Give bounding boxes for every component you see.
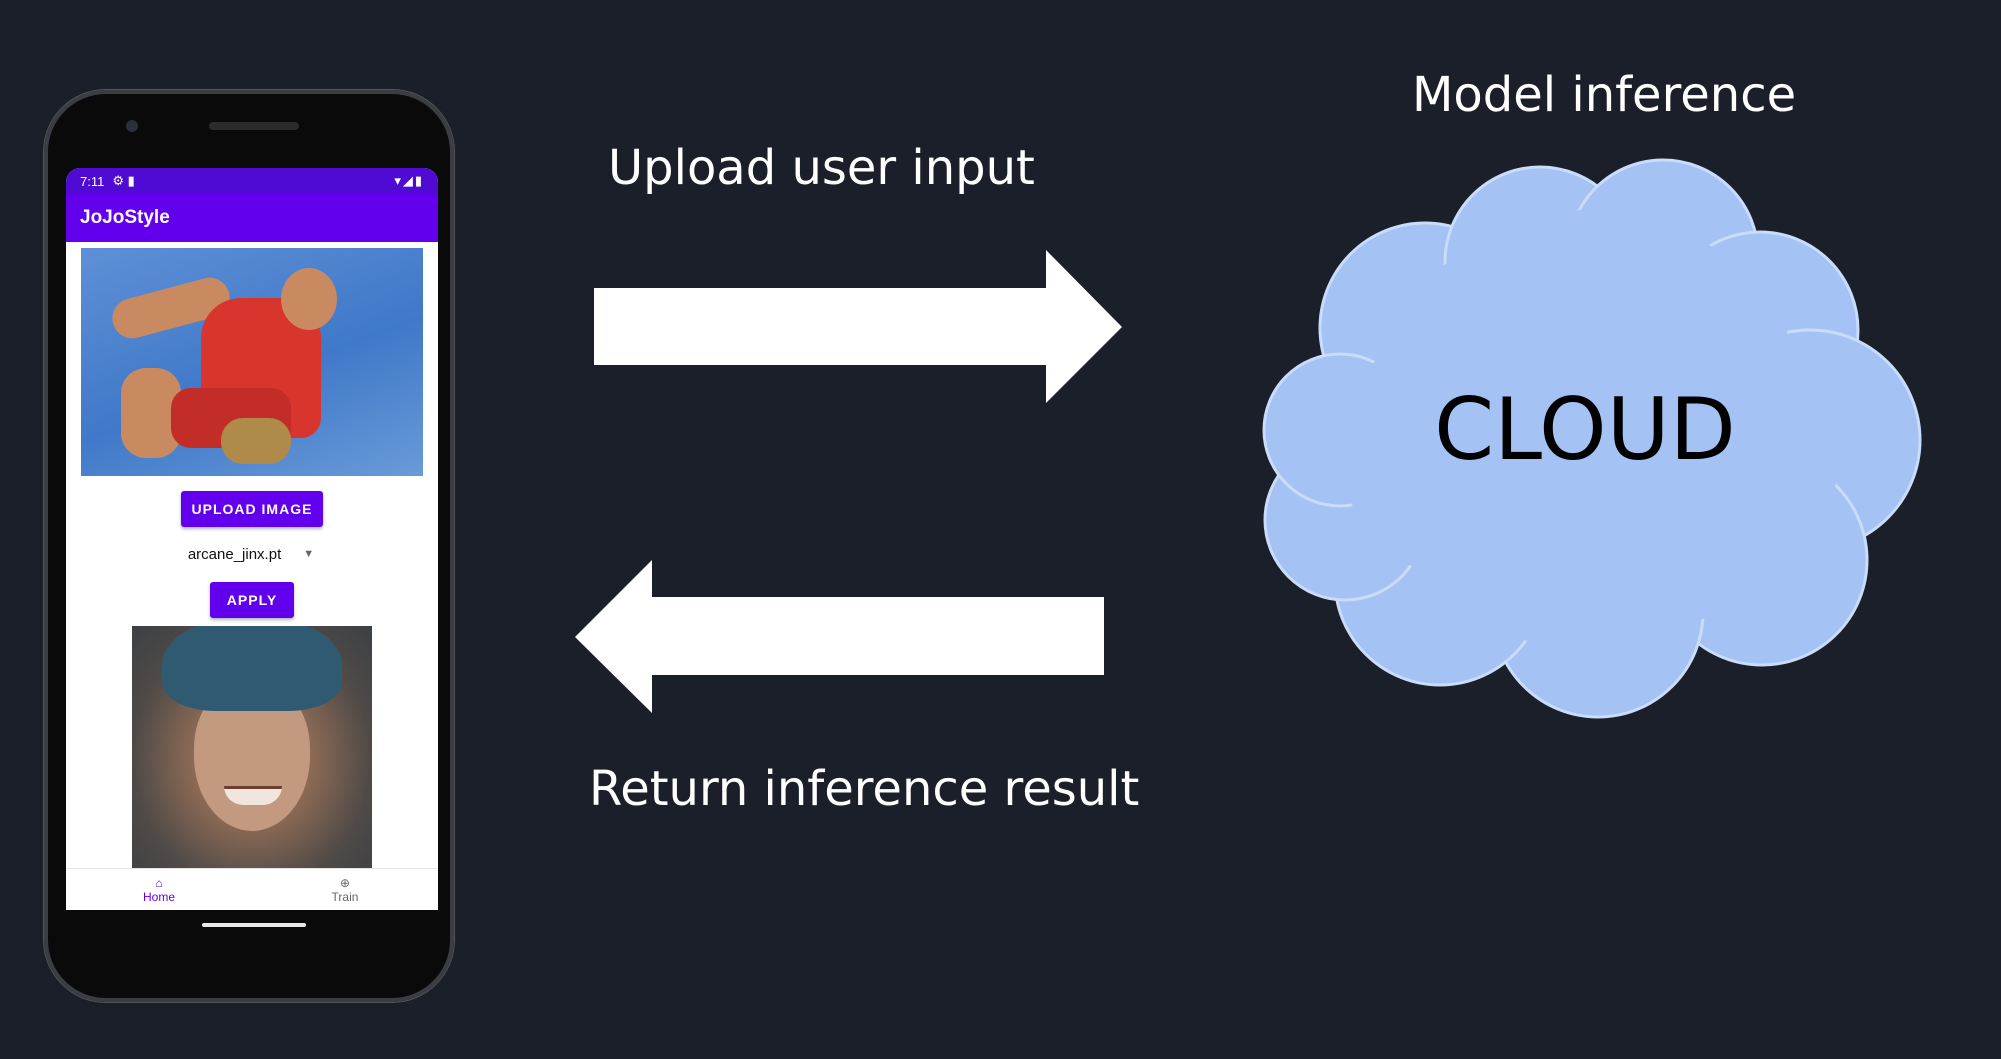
front-camera <box>126 120 138 132</box>
signal-battery-icon: ▾◢▮ <box>394 173 424 188</box>
model-select[interactable]: arcane_jinx.pt ▼ <box>166 538 336 570</box>
status-icons: ⚙ ▮ <box>112 173 135 188</box>
cloud-label: CLOUD <box>1434 380 1736 480</box>
return-arrow <box>575 560 1104 713</box>
model-select-value: arcane_jinx.pt <box>187 545 282 563</box>
earpiece-speaker <box>209 122 299 130</box>
output-image <box>132 626 372 868</box>
upload-label: Upload user input <box>608 140 1035 196</box>
home-icon: ⌂ <box>155 876 163 890</box>
nav-home-label: Home <box>142 890 175 904</box>
return-label: Return inference result <box>589 761 1140 817</box>
dropdown-caret-icon: ▼ <box>303 548 315 560</box>
status-bar: 7:11 ⚙ ▮ ▾◢▮ <box>66 168 438 194</box>
status-time: 7:11 <box>80 173 105 189</box>
app-title: JoJoStyle <box>80 207 170 228</box>
bottom-navigation: ⌂ Home ⊕ Train <box>66 868 438 910</box>
upload-image-button[interactable]: UPLOAD IMAGE <box>181 491 323 527</box>
phone-mockup: 7:11 ⚙ ▮ ▾◢▮ JoJoStyle UPLOAD IMAGE arca… <box>44 90 454 1002</box>
apply-button[interactable]: APPLY <box>210 582 294 618</box>
nav-item-home[interactable]: ⌂ Home <box>66 869 252 910</box>
model-inference-label: Model inference <box>1412 67 1797 123</box>
cloud-shape <box>1262 158 1922 719</box>
app-bar: JoJoStyle <box>66 194 438 242</box>
upload-arrow <box>594 250 1122 403</box>
home-indicator <box>202 923 306 927</box>
phone-screen: 7:11 ⚙ ▮ ▾◢▮ JoJoStyle UPLOAD IMAGE arca… <box>66 168 438 910</box>
nav-train-label: Train <box>331 890 359 904</box>
nav-item-train[interactable]: ⊕ Train <box>252 869 438 910</box>
train-icon: ⊕ <box>339 876 351 890</box>
input-image <box>81 248 423 476</box>
